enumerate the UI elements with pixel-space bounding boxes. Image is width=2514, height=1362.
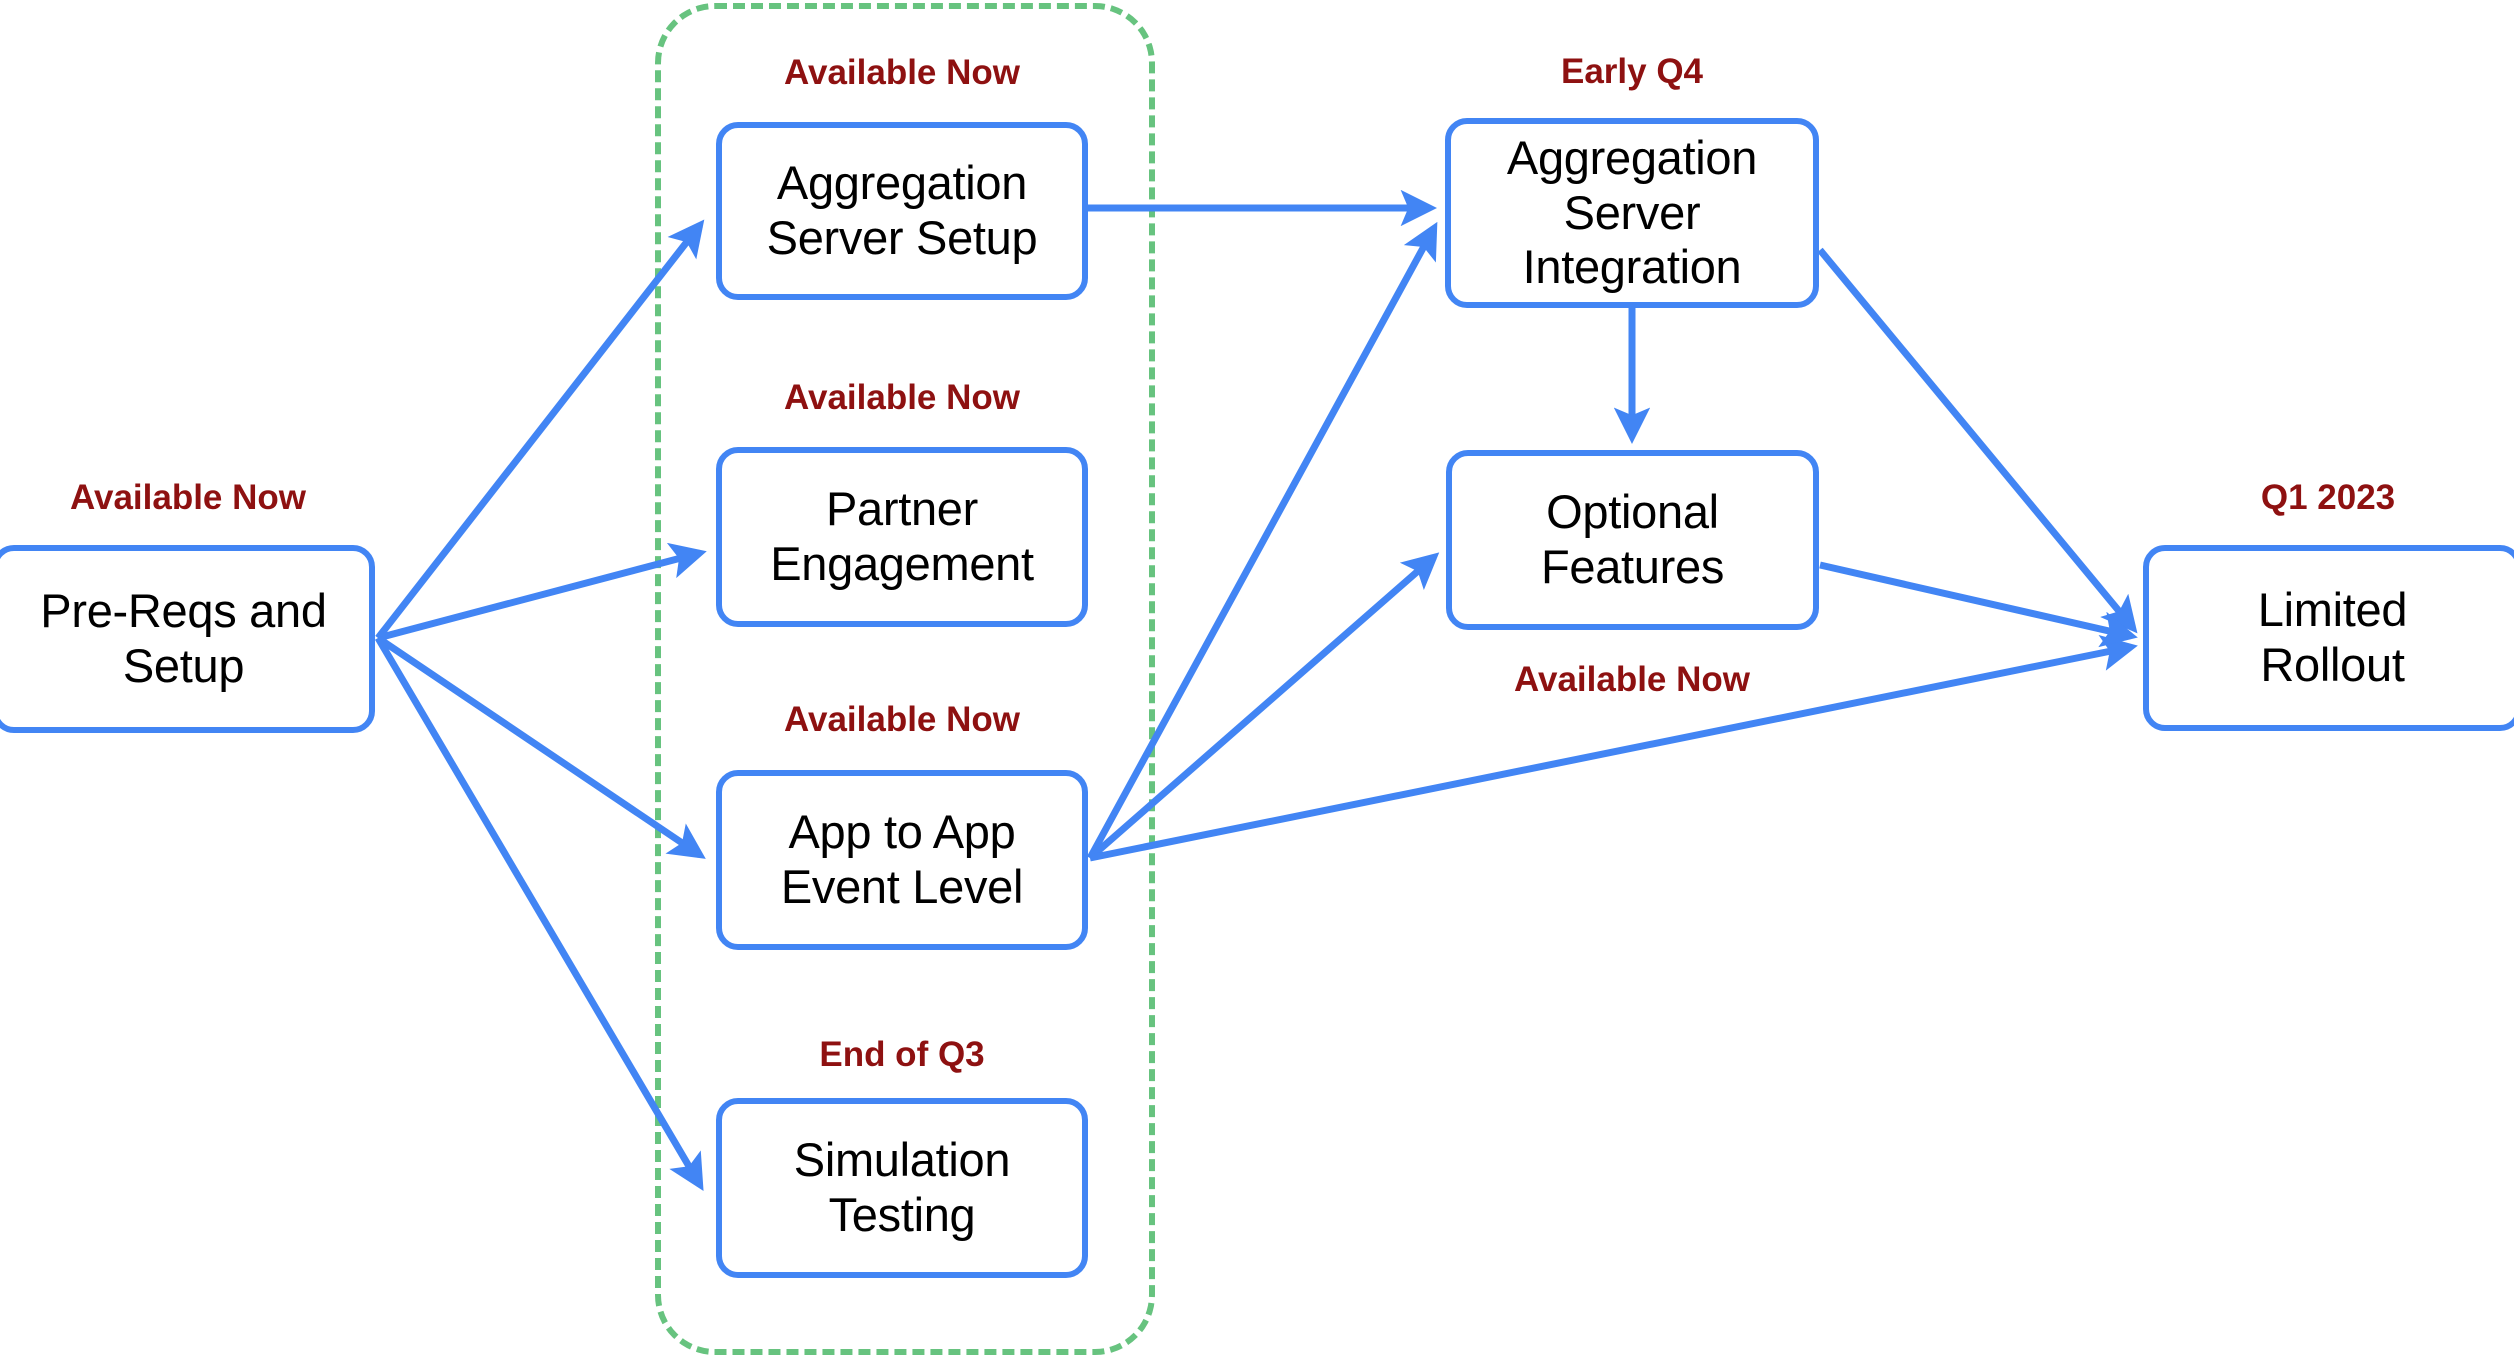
tag-simulation: End of Q3	[819, 1035, 985, 1074]
edge-prereqs-to-partner	[377, 542, 707, 642]
node-simulation-testing[interactable]: Simulation Testing	[716, 1098, 1088, 1278]
node-agg-integ-label: Aggregation Server Integration	[1506, 131, 1758, 294]
tag-optional: Available Now	[1514, 660, 1750, 699]
node-partner-label: Partner Engagement	[770, 482, 1034, 590]
node-optional-features[interactable]: Optional Features	[1446, 450, 1819, 630]
node-partner-engagement[interactable]: Partner Engagement	[716, 447, 1088, 627]
edge-prereqs-to-agg-setup	[375, 219, 705, 641]
tag-app-to-app: Available Now	[784, 700, 1020, 739]
node-agg-setup-label: Aggregation Server Setup	[766, 156, 1038, 264]
node-optional-label: Optional Features	[1540, 485, 1725, 593]
node-aggregation-server-setup[interactable]: Aggregation Server Setup	[716, 122, 1088, 300]
edge-optional-to-rollout	[1819, 561, 2138, 648]
tag-prereqs: Available Now	[70, 478, 306, 517]
node-app-to-app-label: App to App Event Level	[780, 805, 1024, 913]
node-simulation-label: Simulation Testing	[793, 1133, 1011, 1241]
tag-partner: Available Now	[784, 378, 1020, 417]
tag-agg-setup: Available Now	[784, 53, 1020, 92]
edge-prereqs-to-app-to-app	[376, 635, 706, 859]
tag-rollout: Q1 2023	[2260, 478, 2396, 517]
node-prereqs-and-setup[interactable]: Pre-Reqs and Setup	[0, 545, 375, 733]
tag-agg-integ: Early Q4	[1560, 52, 1704, 91]
node-rollout-label: Limited Rollout	[2257, 583, 2408, 691]
node-aggregation-server-integration[interactable]: Aggregation Server Integration	[1445, 118, 1819, 308]
edge-prereqs-to-simulation	[374, 636, 704, 1192]
node-limited-rollout[interactable]: Limited Rollout	[2143, 545, 2514, 731]
node-app-to-app-event-level[interactable]: App to App Event Level	[716, 770, 1088, 950]
edge-agg-integ-to-rollout	[1817, 247, 2138, 634]
node-prereqs-label: Pre-Reqs and Setup	[40, 584, 327, 692]
